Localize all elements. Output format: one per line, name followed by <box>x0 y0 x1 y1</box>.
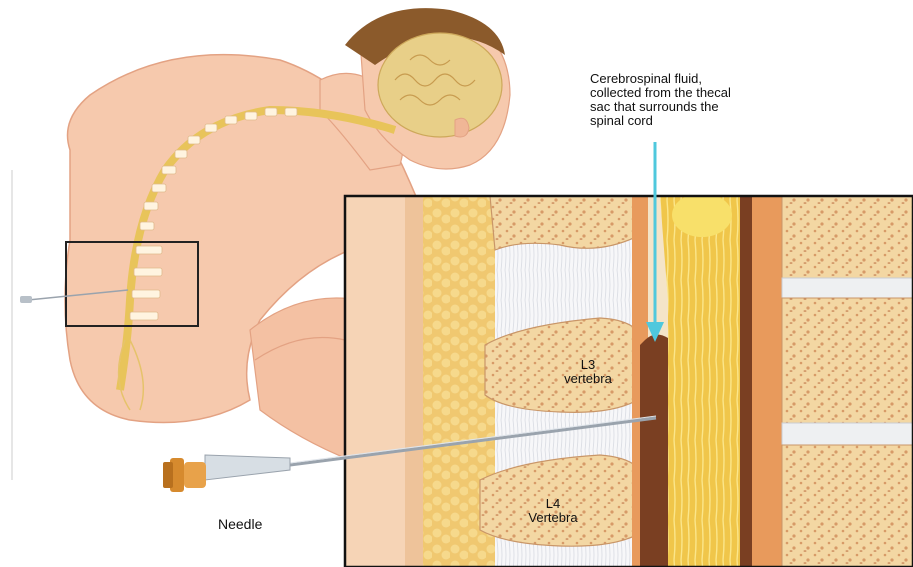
l4-line: L4 <box>508 497 598 511</box>
l3-line: vertebra <box>548 372 628 386</box>
disc-2 <box>782 423 913 445</box>
thecal-sac-csf <box>640 334 668 567</box>
ear <box>455 118 469 137</box>
vertebral-body-1 <box>782 196 913 278</box>
l4-vertebra-label: L4 Vertebra <box>508 497 598 525</box>
l3-vertebra-label: L3 vertebra <box>548 358 628 386</box>
l3-line: L3 <box>548 358 628 372</box>
l4-line: Vertebra <box>508 511 598 525</box>
vertebral-body-3 <box>782 445 913 567</box>
brain <box>378 33 502 137</box>
needle-hub <box>205 455 290 480</box>
vertebra-bone-upper <box>490 196 640 250</box>
needle-label: Needle <box>218 517 262 531</box>
disc-1 <box>782 278 913 298</box>
csf-callout-label: Cerebrospinal fluid, collected from the … <box>590 72 860 128</box>
zoomed-cross-section <box>345 193 913 567</box>
csf-line: Cerebrospinal fluid, <box>590 72 860 86</box>
spinal-cord <box>660 196 740 567</box>
conus-medullaris <box>672 193 732 237</box>
csf-line: sac that surrounds the <box>590 100 860 114</box>
csf-line: collected from the thecal <box>590 86 860 100</box>
vertebral-body-2 <box>782 298 913 423</box>
skin-layer <box>345 196 415 567</box>
csf-line: spinal cord <box>590 114 860 128</box>
